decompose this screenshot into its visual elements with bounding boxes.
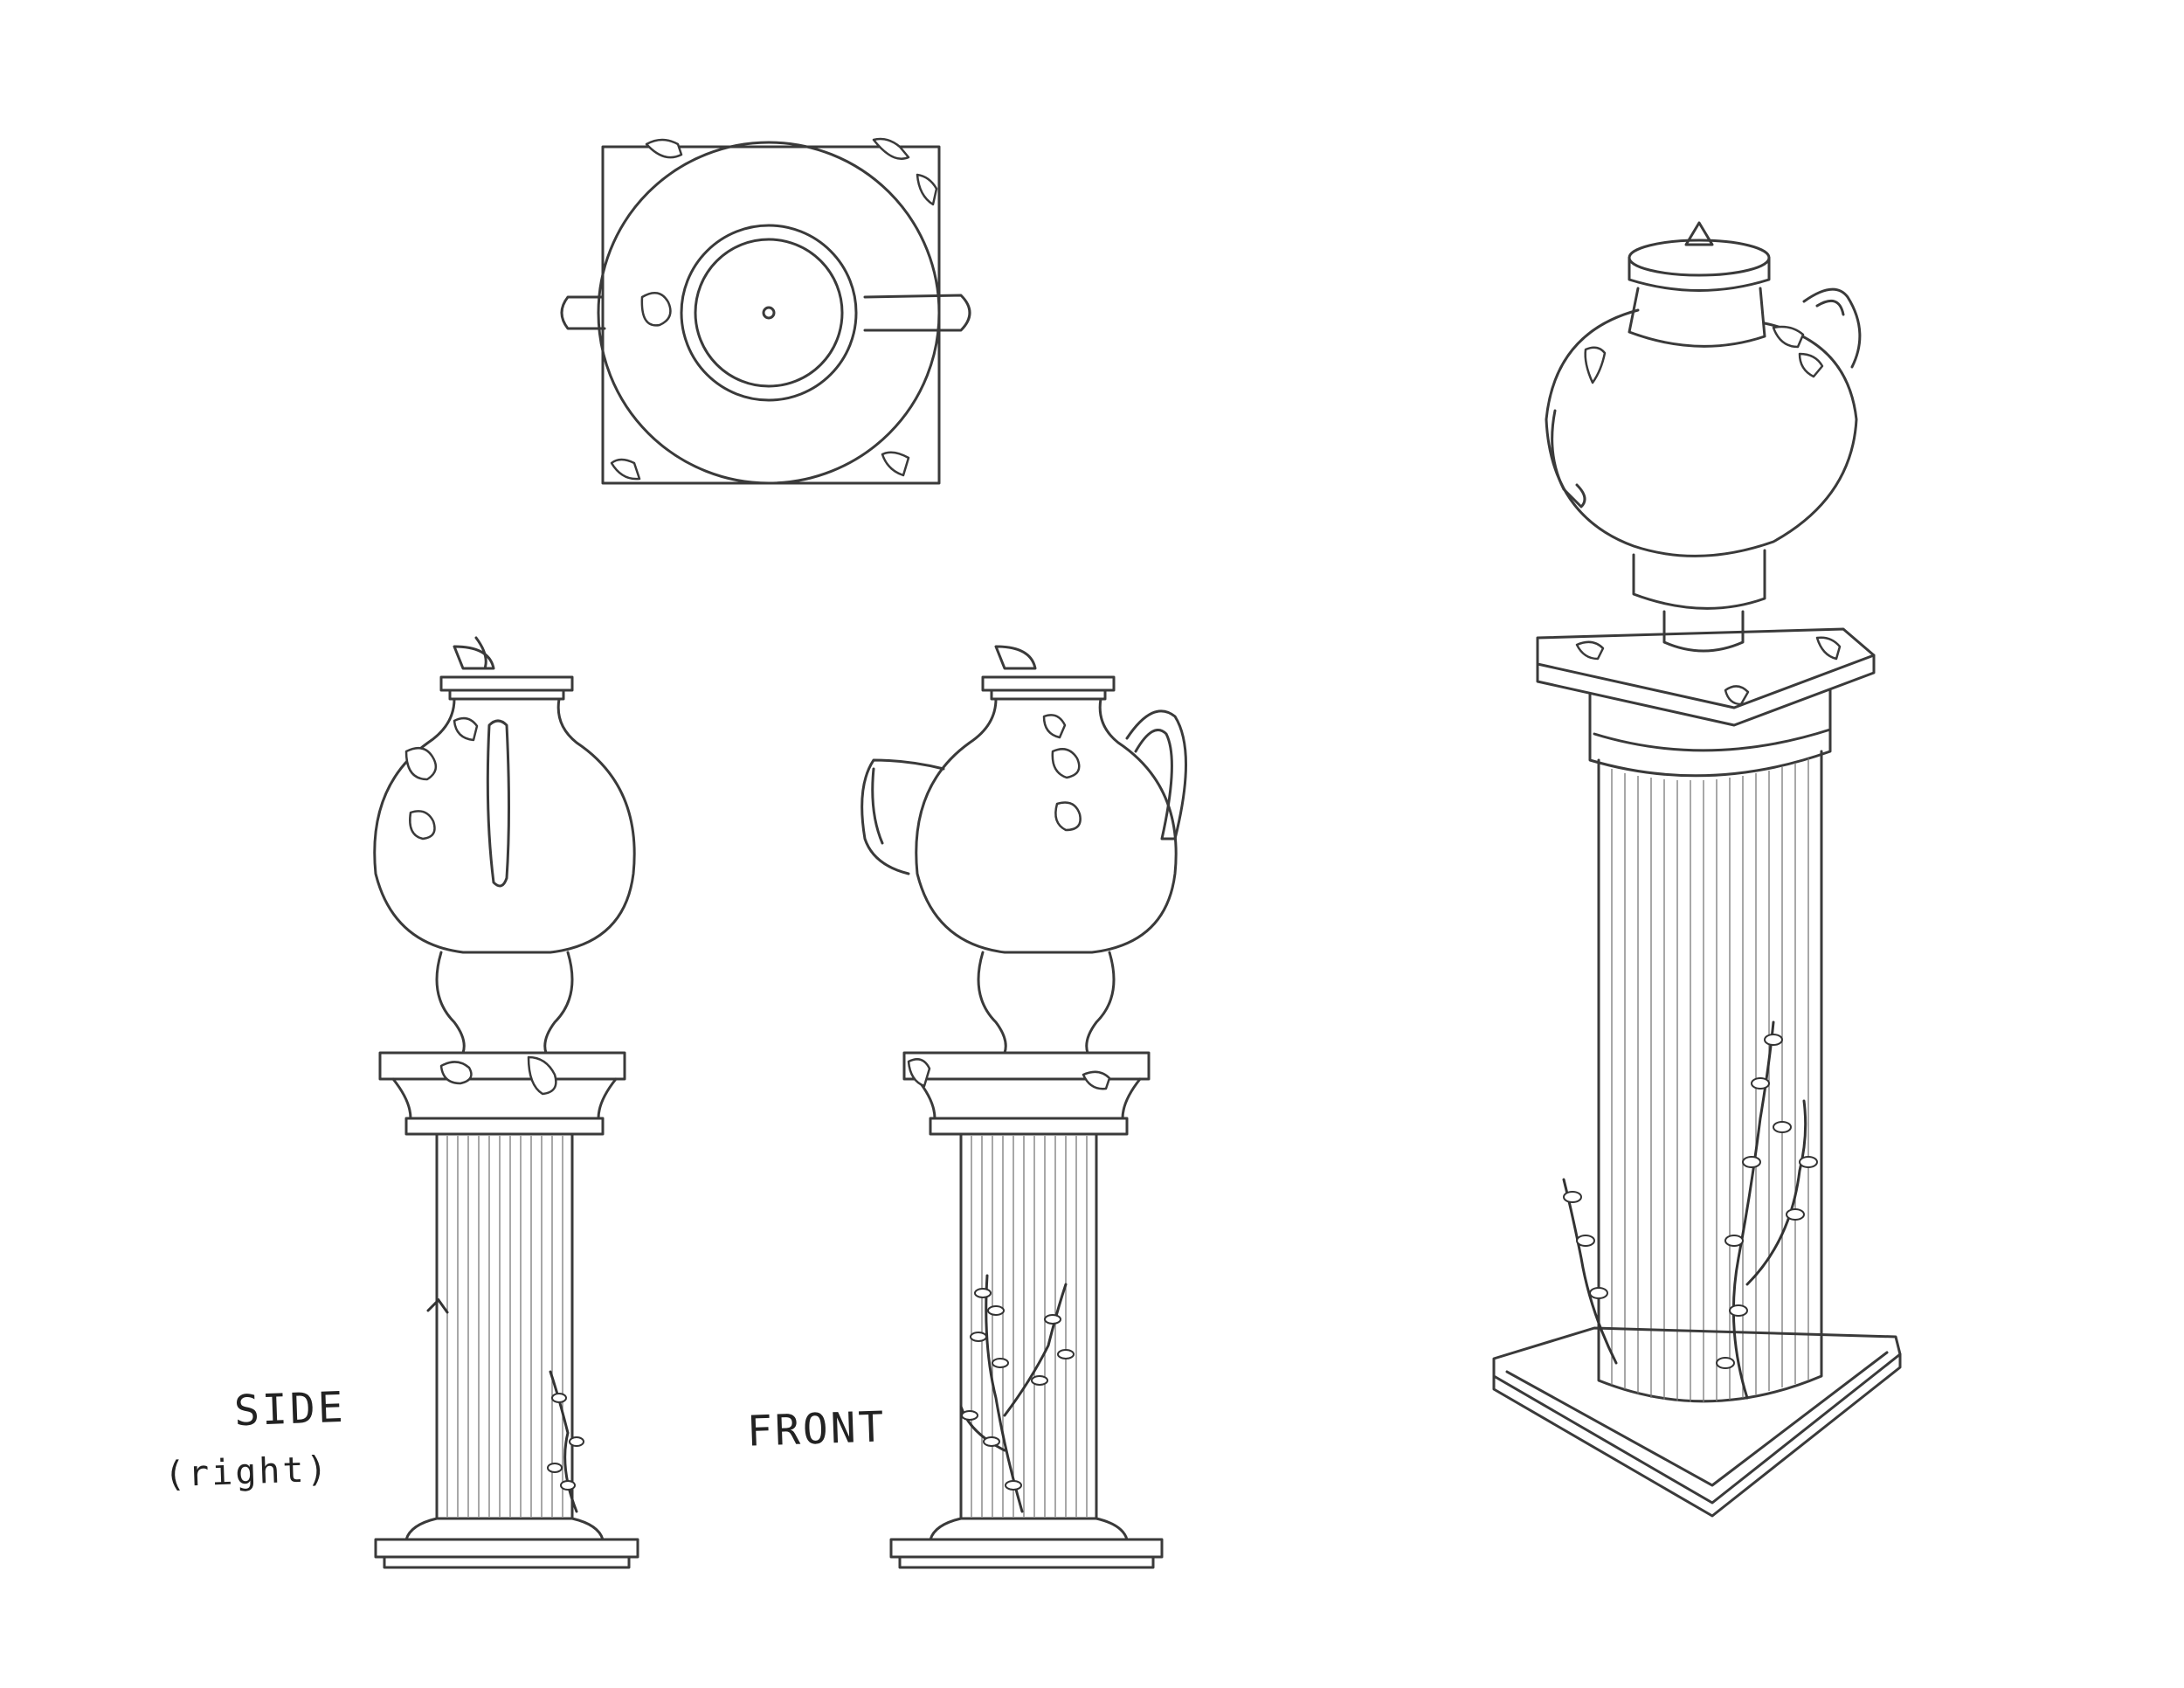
top-view-handle <box>863 294 971 332</box>
side-lid-knob <box>453 645 495 670</box>
side-pot-foot <box>435 951 574 1055</box>
front-column-flutes <box>971 1136 1088 1517</box>
side-view-qualifier: (right) <box>163 1449 331 1496</box>
front-vine-main <box>985 1274 1024 1513</box>
front-pot-foot <box>977 951 1116 1055</box>
side-capital-curve <box>391 1077 618 1120</box>
iso-spout <box>1551 409 1586 508</box>
iso-lid-knob <box>1684 221 1714 246</box>
iso-column-shaft <box>1597 750 1823 1403</box>
side-column-flutes <box>446 1136 563 1517</box>
front-base-curve <box>929 1517 1129 1541</box>
top-view-lid-rim <box>680 224 858 402</box>
iso-lid-rim <box>1628 256 1771 292</box>
front-lid-knob <box>994 645 1037 670</box>
front-capital-top <box>902 1051 1151 1081</box>
top-view-pot-body <box>597 141 941 485</box>
iso-capital-top <box>1536 627 1876 709</box>
front-view <box>860 645 1187 1569</box>
iso-pot-neck <box>1628 287 1766 348</box>
top-view-lid-knob <box>762 306 776 320</box>
side-lid <box>439 675 574 692</box>
front-pot-body <box>915 697 1178 954</box>
iso-vine-main <box>1731 1020 1775 1400</box>
side-column-shaft <box>435 1132 574 1520</box>
side-view-label: SIDE <box>233 1382 347 1436</box>
front-spout <box>860 758 945 875</box>
isometric-view <box>1492 221 1902 1518</box>
side-base-curve <box>404 1517 605 1541</box>
side-capital-top <box>378 1051 626 1081</box>
side-handle <box>486 719 510 888</box>
front-view-label: FRONT <box>746 1402 888 1456</box>
top-view <box>560 137 971 485</box>
front-base-plate <box>889 1538 1164 1559</box>
front-column-shaft <box>959 1132 1098 1520</box>
iso-handle <box>1802 287 1862 369</box>
iso-column-flutes <box>1611 758 1809 1402</box>
side-view <box>373 636 639 1569</box>
iso-vine-left <box>1562 1178 1618 1365</box>
iso-pot-body <box>1545 308 1858 557</box>
top-view-spout <box>560 295 606 330</box>
front-handle <box>1125 709 1187 841</box>
side-base-plate <box>374 1538 639 1559</box>
front-lid <box>981 675 1116 692</box>
iso-pot-foot <box>1632 549 1766 610</box>
top-view-lid <box>694 238 844 388</box>
